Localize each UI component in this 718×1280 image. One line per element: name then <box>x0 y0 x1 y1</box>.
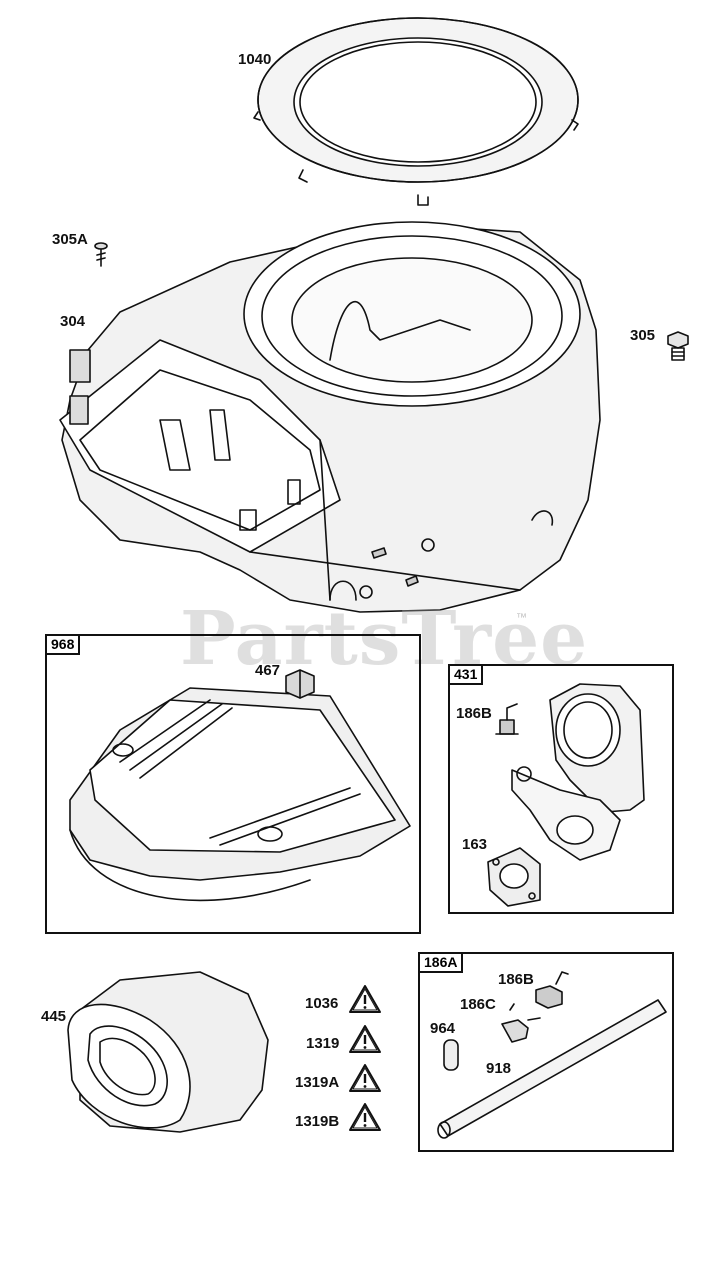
fittings-186A-group-drawing <box>437 971 667 1139</box>
part-label-186B-a[interactable]: 186B <box>456 705 492 722</box>
part-label-163[interactable]: 163 <box>462 836 488 853</box>
filter-445-drawing <box>67 971 269 1133</box>
part-label-304[interactable]: 304 <box>60 313 86 330</box>
part-label-1036[interactable]: 1036 <box>305 995 339 1012</box>
box-186A-label: 186A <box>418 952 464 973</box>
trademark-mark: ™ <box>516 612 527 624</box>
warning-triangle-icon[interactable] <box>348 1024 382 1054</box>
screw-305A-drawing <box>94 242 108 267</box>
part-label-1319B[interactable]: 1319B <box>295 1113 340 1130</box>
box-186A: 186A <box>418 952 674 1152</box>
box-431-label: 431 <box>448 664 484 685</box>
ring-1040-drawing <box>253 17 579 206</box>
bolt-305-drawing <box>667 331 689 361</box>
watermark: PartsTree <box>180 596 589 682</box>
fitting-186B-a-drawing <box>495 703 519 735</box>
part-label-1319[interactable]: 1319 <box>306 1035 340 1052</box>
cover-968-drawing <box>69 687 411 902</box>
part-label-1040[interactable]: 1040 <box>238 51 272 68</box>
part-label-186B-b[interactable]: 186B <box>498 971 534 988</box>
warning-triangle-icon[interactable] <box>348 1063 382 1093</box>
warning-triangle-icon[interactable] <box>348 1102 382 1132</box>
part-label-1319A[interactable]: 1319A <box>295 1074 340 1091</box>
box-431: 431 <box>448 664 674 914</box>
part-label-445[interactable]: 445 <box>41 1008 67 1025</box>
part-label-964[interactable]: 964 <box>430 1020 456 1037</box>
intake-431-drawing <box>511 683 645 861</box>
gasket-163-drawing <box>487 847 541 907</box>
part-label-467[interactable]: 467 <box>255 662 281 679</box>
knob-467-drawing <box>285 669 315 699</box>
blower-housing-304-drawing <box>59 221 601 613</box>
part-label-305[interactable]: 305 <box>630 327 656 344</box>
part-label-305A[interactable]: 305A <box>52 231 88 248</box>
part-label-918[interactable]: 918 <box>486 1060 512 1077</box>
warning-triangle-icon[interactable] <box>348 984 382 1014</box>
box-968: 968 <box>45 634 421 934</box>
part-label-186C[interactable]: 186C <box>460 996 496 1013</box>
box-968-label: 968 <box>45 634 81 655</box>
